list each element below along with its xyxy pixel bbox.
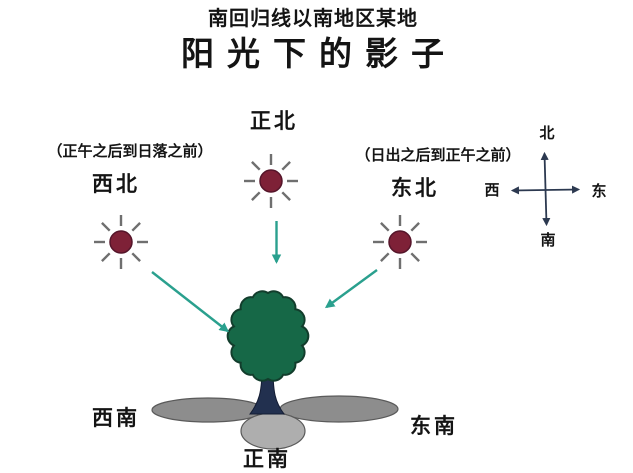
- sun-label-northwest: 西北: [92, 173, 140, 196]
- sun-icon-northeast: [371, 213, 429, 271]
- sun-label-north: 正北: [250, 110, 298, 133]
- diagram-title: 阳光下的影子: [181, 37, 457, 73]
- compass-label-west: 西: [484, 182, 500, 199]
- shadow-label-southwest: 西南: [92, 407, 140, 430]
- compass-label-south: 南: [540, 232, 556, 249]
- shadow-ellipse-southwest: [151, 397, 265, 423]
- sunlight-arrow-northwest: [151, 271, 230, 333]
- shadow-ellipse-southeast: [279, 395, 399, 423]
- sunlight-arrow-northeast: [324, 269, 378, 309]
- compass-label-east: 东: [591, 183, 607, 200]
- annotation-afternoon: （正午之后到日落之前）: [47, 143, 213, 160]
- compass-label-north: 北: [539, 125, 555, 142]
- diagram-subtitle: 南回归线以南地区某地: [208, 8, 418, 30]
- sun-label-northeast: 东北: [391, 177, 439, 200]
- shadow-ellipse-south: [240, 412, 306, 450]
- compass-rose-icon: [510, 151, 581, 227]
- tree-icon: [226, 290, 310, 415]
- sun-icon-north: [242, 152, 300, 210]
- tree-canopy: [226, 290, 310, 382]
- sun-icon-northwest: [92, 213, 150, 271]
- shadow-label-south: 正南: [243, 448, 291, 471]
- annotation-morning: （日出之后到正午之前）: [355, 147, 521, 164]
- shadow-label-southeast: 东南: [410, 415, 458, 438]
